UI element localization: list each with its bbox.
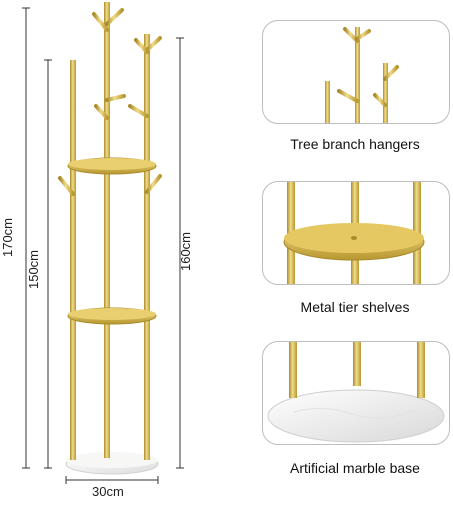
height-right-label: 160cm (178, 231, 194, 272)
dimension-lines (22, 7, 184, 484)
feature-panel-branch-hangers (262, 20, 450, 124)
poles (70, 2, 150, 460)
tier-shelf-closeup (283, 182, 425, 284)
marble-base-closeup (267, 342, 445, 443)
height-total-label: 170cm (0, 217, 16, 258)
product-illustration: 170cm 150cm 160cm 30cm (0, 2, 194, 499)
feature-panel-tier-shelves (262, 181, 450, 285)
branch-hooks (58, 8, 162, 196)
feature-caption-marble-base: Artificial marble base (290, 460, 420, 476)
height-side-label: 150cm (26, 249, 42, 290)
feature-caption-tier-shelves: Metal tier shelves (300, 299, 410, 315)
tier-shelves (67, 157, 157, 325)
feature-caption-branch-hangers: Tree branch hangers (290, 136, 420, 152)
branch-hangers-closeup (325, 27, 399, 123)
feature-panel-marble-base (262, 341, 450, 445)
coat-rack-drawing (22, 2, 184, 484)
width-base-label: 30cm (92, 484, 124, 499)
marble-base-top (66, 452, 158, 468)
